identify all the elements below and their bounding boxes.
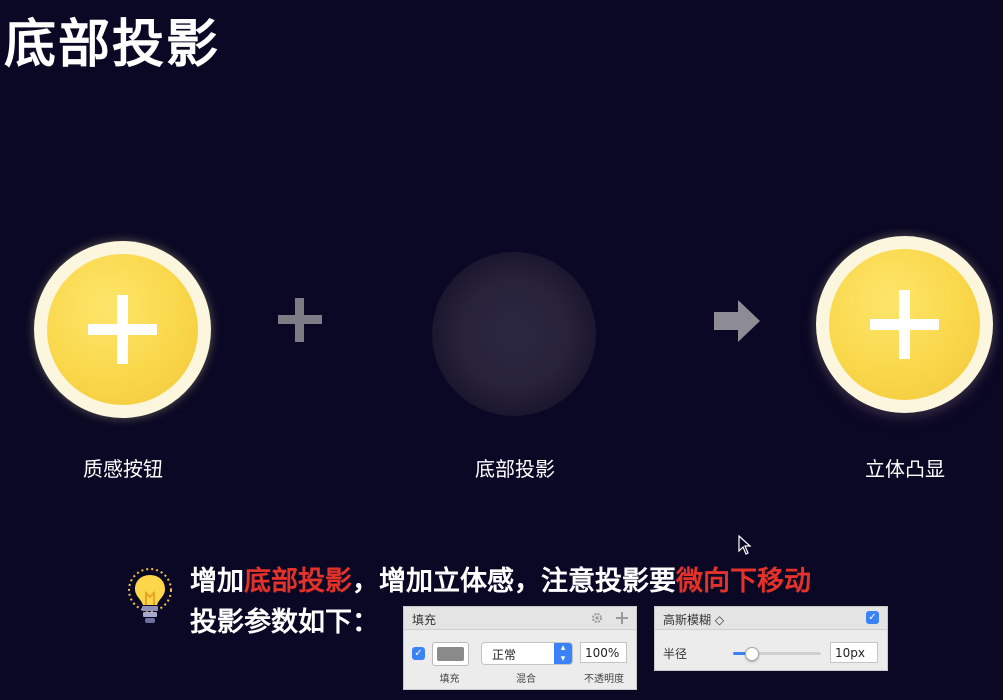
plus-icon (88, 295, 157, 364)
fill-panel-title: 填充 (412, 613, 437, 627)
radius-slider-fill (733, 652, 751, 655)
tip-text-line-1: 增加底部投影，增加立体感，注意投影要微向下移动 (190, 559, 811, 598)
raised-button (816, 236, 993, 413)
caption-bottom-shadow: 底部投影 (475, 457, 555, 481)
tip-highlight: 底部投影 (244, 566, 352, 597)
bottom-shadow-preview (432, 252, 596, 416)
gaussian-blur-panel: 高斯模糊 ◇ ✓ 半径 10px (654, 606, 888, 671)
fill-enabled-checkbox[interactable]: ✓ (412, 647, 425, 660)
textured-button (34, 241, 211, 418)
plus-icon (870, 290, 939, 359)
gear-icon[interactable] (590, 611, 604, 625)
blur-panel-title[interactable]: 高斯模糊 ◇ (663, 613, 725, 627)
caption-textured-button: 质感按钮 (83, 457, 163, 481)
blend-mode-select[interactable]: 正常 ▴▾ (481, 642, 573, 665)
opacity-label: 不透明度 (584, 674, 624, 685)
blend-mode-value: 正常 (492, 648, 517, 662)
fill-label: 填充 (439, 674, 460, 685)
lightbulb-icon (128, 568, 172, 623)
select-stepper-icon: ▴▾ (554, 643, 572, 664)
radius-label: 半径 (663, 647, 688, 661)
fill-panel-header (404, 607, 636, 630)
radius-field[interactable]: 10px (830, 642, 878, 663)
radius-slider-handle[interactable] (744, 647, 759, 661)
page-title: 底部投影 (4, 15, 221, 75)
plus-operator-icon (278, 298, 322, 342)
blend-label: 混合 (516, 674, 536, 685)
add-icon[interactable] (615, 611, 629, 625)
mouse-cursor-icon (738, 535, 752, 555)
fill-panel: 填充 ✓ 正常 ▴▾ 100% 填充 混合 不透明度 (403, 606, 637, 690)
blur-panel-header (655, 607, 887, 630)
arrow-right-icon (714, 300, 760, 342)
tip-text-line-2: 投影参数如下： (190, 607, 379, 638)
opacity-field[interactable]: 100% (580, 642, 627, 663)
blur-enabled-checkbox[interactable]: ✓ (866, 611, 879, 624)
radius-slider-track[interactable] (733, 652, 821, 655)
fill-color-swatch[interactable] (432, 642, 469, 666)
tip-text: ，增加立体感，注意投影要 (352, 566, 676, 597)
caption-raised-result: 立体凸显 (865, 457, 945, 481)
tip-highlight: 微向下移动 (676, 566, 811, 597)
tip-text: 增加 (190, 566, 244, 597)
